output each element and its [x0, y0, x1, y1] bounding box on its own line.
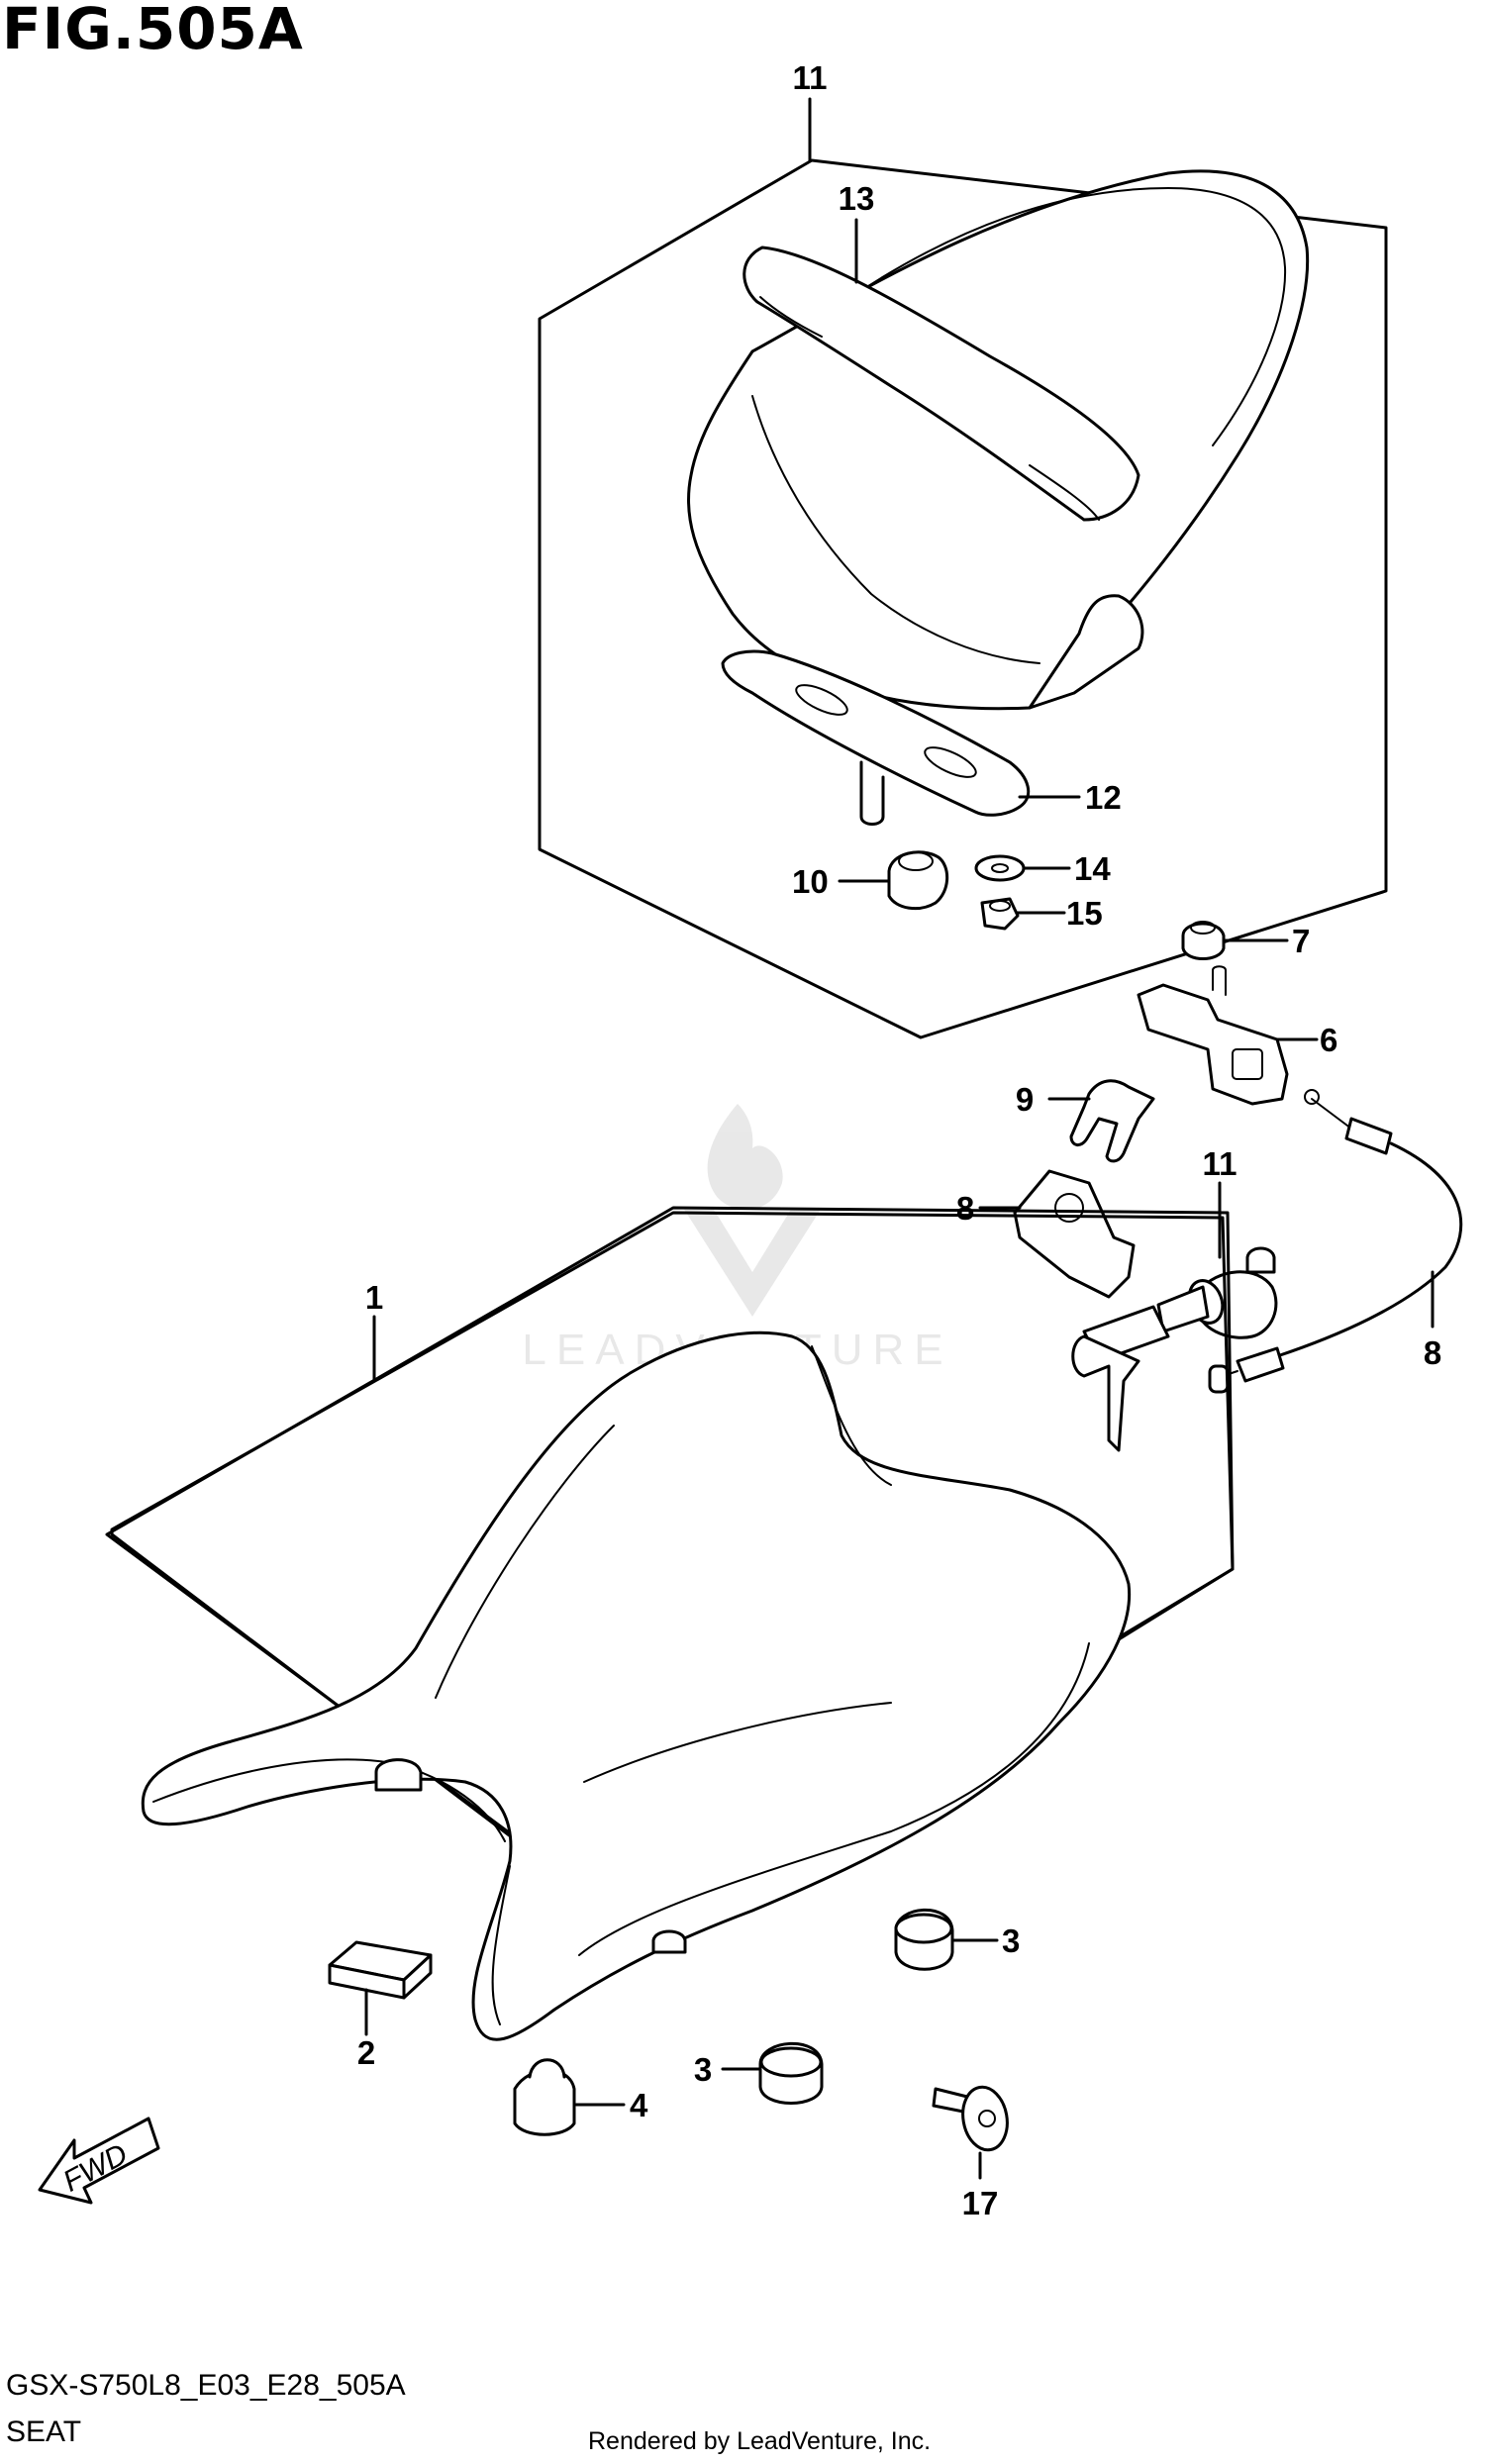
seat-part: [141, 1331, 1132, 2041]
nut-part: [980, 897, 1020, 931]
washer-part: [974, 854, 1026, 882]
lock-nut-part: [1181, 921, 1226, 960]
section-name: SEAT: [6, 2415, 82, 2448]
cable-clip-part: [1069, 1079, 1155, 1163]
callout-label: 14: [1074, 850, 1111, 887]
credit-text: Rendered by LeadVenture, Inc.: [588, 2427, 932, 2455]
callout-label: 8: [1424, 1334, 1441, 1371]
seat-latch-part: [1137, 965, 1289, 1106]
seat-bracket-part: [721, 649, 1031, 826]
forward-direction-arrow: FWD: [38, 2117, 160, 2205]
callout-label: 3: [1002, 1922, 1020, 1959]
callout-label: 12: [1085, 779, 1122, 816]
model-code: GSX-S750L8_E03_E28_505A: [6, 2369, 406, 2402]
damper-part: [894, 1908, 954, 1971]
knob-part: [887, 850, 949, 911]
rear-seat-group-box: [538, 158, 1388, 1039]
callout-label: 1: [365, 1279, 383, 1316]
damper-part: [758, 2041, 824, 2105]
figure-title: FIG.505A: [2, 0, 304, 62]
lock-cylinder-part: [1071, 1246, 1278, 1452]
callout-label: 6: [1320, 1022, 1337, 1058]
callout-label: 9: [1016, 1081, 1034, 1118]
callout-label: 17: [962, 2185, 999, 2221]
callout-label: 8: [956, 1190, 974, 1227]
lock-bracket-part: [1013, 1169, 1136, 1299]
callout-label: 4: [630, 2087, 648, 2123]
callout-label: 11: [793, 59, 828, 96]
release-cable-part: [1208, 1089, 1463, 1394]
callout-label: 7: [1292, 923, 1310, 959]
callout-label: 11: [1203, 1145, 1238, 1182]
bolt-part: [932, 2085, 1009, 2152]
grab-strap-part: [742, 246, 1140, 522]
callout-label: 2: [357, 2034, 375, 2071]
callout-label: 10: [792, 863, 829, 900]
callout-label: 15: [1066, 895, 1103, 932]
cushion-part: [513, 2058, 576, 2136]
callout-label: 3: [694, 2051, 712, 2088]
pad-part: [328, 1940, 433, 2000]
callout-label: 13: [839, 180, 875, 217]
